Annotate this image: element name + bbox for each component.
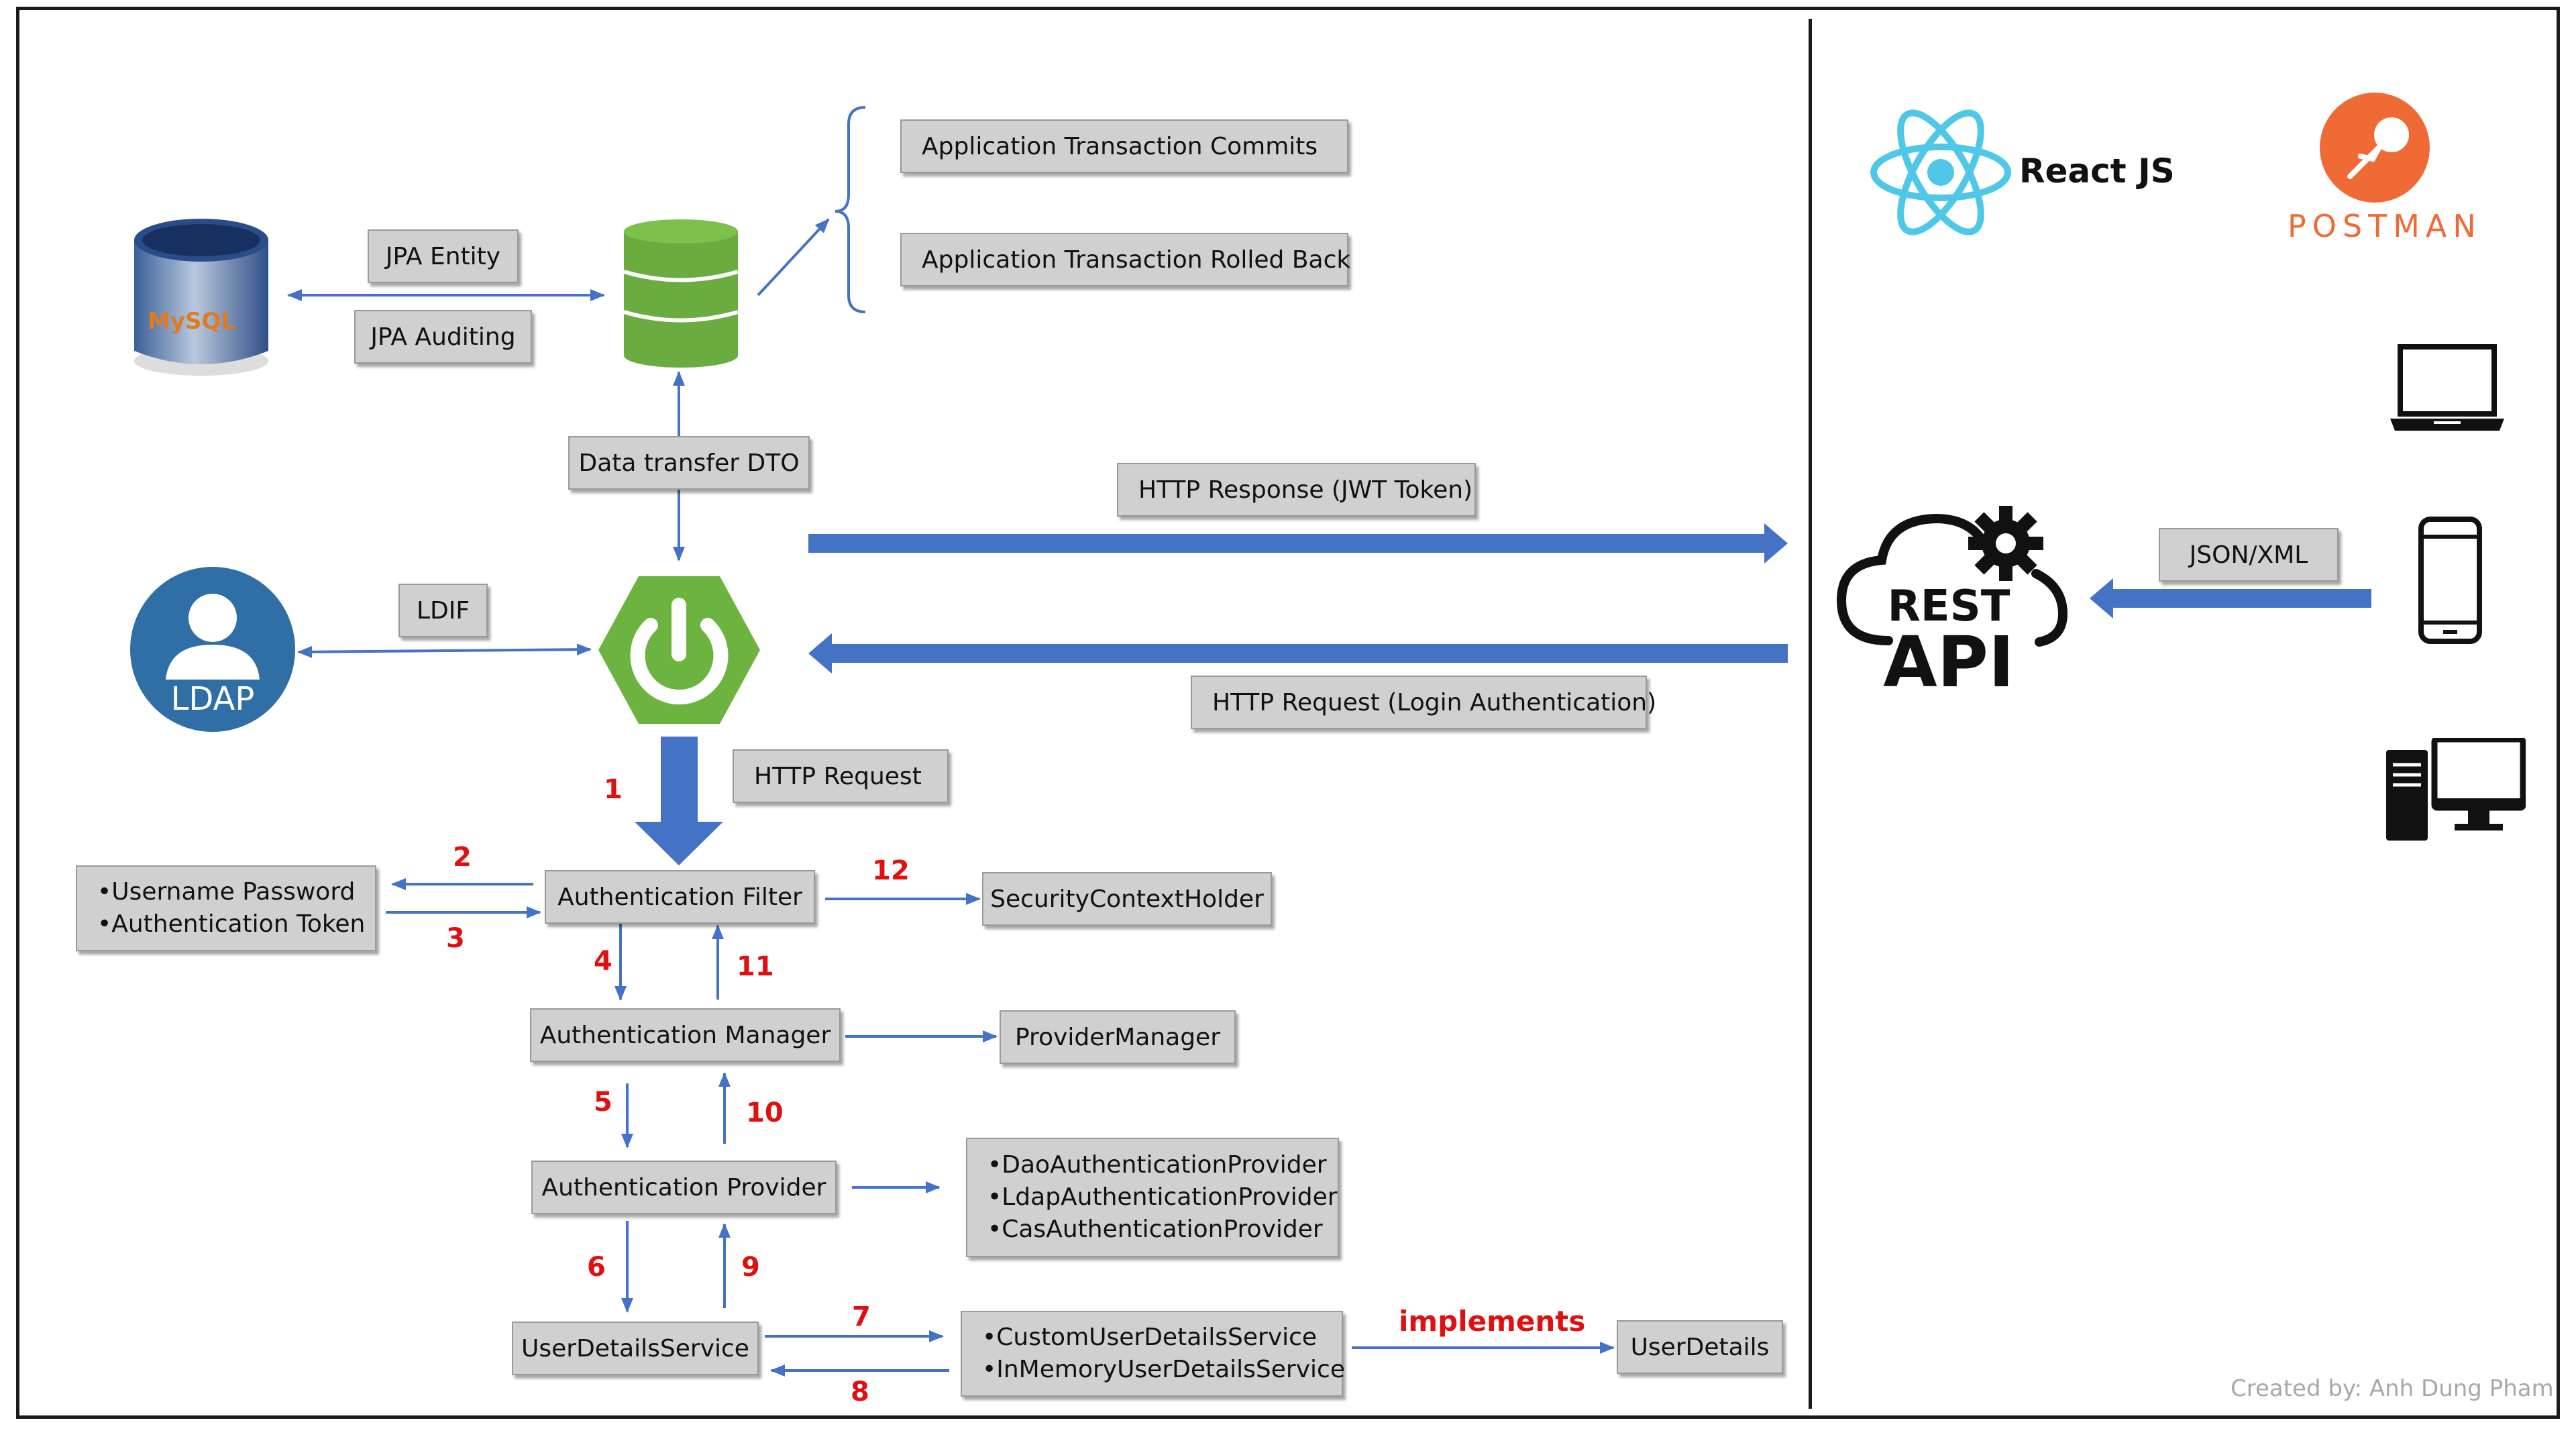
step-number: 5 bbox=[594, 1087, 612, 1118]
postman-icon bbox=[2320, 93, 2430, 203]
diagram-frame bbox=[16, 7, 2560, 1419]
json-xml-box: JSON/XML bbox=[2159, 528, 2339, 582]
step-number: 6 bbox=[587, 1252, 606, 1283]
desktop-computer-icon bbox=[2386, 738, 2526, 841]
step-number: 8 bbox=[851, 1377, 869, 1407]
spring-boot-icon bbox=[598, 576, 760, 724]
svg-text:MySQL: MySQL bbox=[148, 308, 235, 335]
providers-item: DaoAuthenticationProvider bbox=[987, 1149, 1326, 1181]
step-number: 11 bbox=[737, 951, 774, 982]
svg-text:LDAP: LDAP bbox=[171, 680, 255, 718]
react-icon bbox=[1870, 109, 2011, 235]
step-number: 3 bbox=[446, 923, 465, 954]
svg-text:REST: REST bbox=[1888, 582, 2010, 631]
provider-manager-box: ProviderManager bbox=[1000, 1010, 1236, 1064]
implements-label: implements bbox=[1399, 1305, 1586, 1338]
laptop-icon bbox=[2390, 344, 2504, 431]
http-request-arrow bbox=[808, 633, 1788, 674]
providers-item: LdapAuthenticationProvider bbox=[987, 1181, 1337, 1214]
database-stack-icon bbox=[623, 219, 739, 368]
mysql-database-icon: MySQL bbox=[134, 219, 268, 376]
http-request-box: HTTP Request bbox=[733, 749, 949, 803]
step-number: 1 bbox=[604, 774, 623, 805]
authentication-provider-box: Authentication Provider bbox=[531, 1161, 837, 1214]
step-number: 12 bbox=[872, 855, 910, 886]
credentials-box: Username Password Authentication Token bbox=[76, 865, 376, 951]
ldap-spring-arrow bbox=[297, 643, 592, 658]
http-response-box: HTTP Response (JWT Token) bbox=[1117, 463, 1476, 517]
step-number: 10 bbox=[746, 1097, 784, 1128]
authentication-manager-box: Authentication Manager bbox=[530, 1008, 841, 1062]
user-details-impls-item: CustomUserDetailsService bbox=[982, 1322, 1317, 1354]
ldif-box: LDIF bbox=[398, 584, 488, 637]
authentication-filter-box: Authentication Filter bbox=[545, 870, 815, 924]
rest-api-icon: REST API bbox=[1836, 506, 2068, 694]
step-number: 2 bbox=[453, 842, 472, 873]
security-context-holder-box: SecurityContextHolder bbox=[982, 872, 1272, 926]
transaction-brace bbox=[835, 106, 866, 313]
step-number: 9 bbox=[741, 1252, 760, 1283]
http-response-arrow bbox=[808, 523, 1788, 564]
db-transaction-arrow bbox=[757, 218, 830, 297]
credentials-item: Username Password bbox=[97, 876, 355, 908]
credit-text: Created by: Anh Dung Pham bbox=[2231, 1375, 2554, 1402]
providers-box: DaoAuthenticationProvider LdapAuthentica… bbox=[966, 1138, 1339, 1257]
step-number: 4 bbox=[594, 946, 612, 977]
http-request-login-box: HTTP Request (Login Authentication) bbox=[1191, 676, 1656, 729]
credentials-item: Authentication Token bbox=[97, 908, 365, 941]
data-transfer-dto-box: Data transfer DTO bbox=[568, 436, 810, 490]
jpa-auditing-box: JPA Auditing bbox=[354, 310, 532, 364]
providers-item: CasAuthenticationProvider bbox=[987, 1214, 1322, 1246]
section-divider bbox=[1809, 19, 1812, 1409]
user-details-impls-item: InMemoryUserDetailsService bbox=[982, 1354, 1345, 1386]
react-label: React JS bbox=[2019, 152, 2175, 191]
jpa-entity-box: JPA Entity bbox=[368, 229, 519, 283]
postman-label: POSTMAN bbox=[2288, 208, 2482, 244]
user-details-service-box: UserDetailsService bbox=[512, 1322, 759, 1375]
json-xml-arrow bbox=[2090, 578, 2371, 619]
user-details-box: UserDetails bbox=[1617, 1320, 1783, 1374]
transaction-rolled-back-box: Application Transaction Rolled Back bbox=[900, 233, 1350, 286]
svg-text:API: API bbox=[1883, 621, 2014, 694]
transaction-commits-box: Application Transaction Commits bbox=[900, 119, 1348, 173]
ldap-icon: LDAP bbox=[130, 567, 295, 732]
user-details-impls-box: CustomUserDetailsService InMemoryUserDet… bbox=[961, 1311, 1345, 1397]
step-number: 7 bbox=[852, 1301, 871, 1332]
step1-down-arrow bbox=[635, 737, 723, 865]
phone-icon bbox=[2418, 517, 2482, 644]
